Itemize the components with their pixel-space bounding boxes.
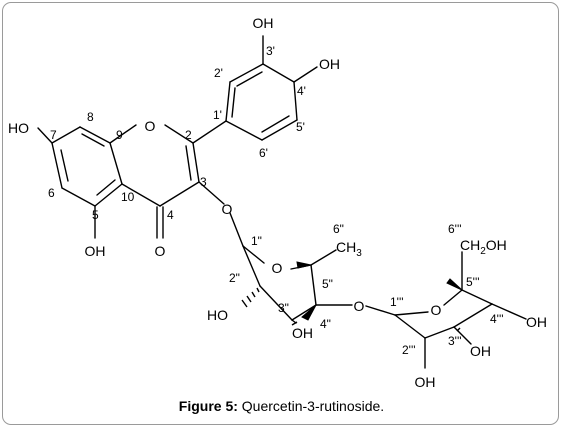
pos-2ppp: 2'''	[402, 343, 416, 357]
atom-oh-5: OH	[85, 243, 106, 259]
atom-oh-2ppp: OH	[415, 374, 436, 390]
atom-oh-3ppp: OH	[470, 343, 491, 359]
pos-1ppp: 1'''	[390, 295, 404, 309]
atom-ch3: CH3	[336, 239, 362, 259]
pos-8: 8	[87, 110, 94, 124]
atom-o-ring: O	[145, 118, 156, 134]
pos-6: 6	[48, 186, 55, 200]
pos-5: 5	[92, 208, 99, 222]
atom-ch2oh: CH2OH	[460, 237, 507, 257]
atom-o-glucose-ring: O	[431, 302, 442, 318]
figure-caption: Figure 5: Quercetin-3-rutinoside.	[0, 398, 563, 414]
atom-oh-4p: OH	[319, 56, 340, 72]
atom-oh-3pp: OH	[292, 325, 313, 341]
pos-5p: 5'	[296, 120, 305, 134]
pos-6ppp: 6'''	[448, 222, 462, 236]
pos-5ppp: 5'''	[466, 275, 480, 289]
atom-oh-3p: OH	[253, 15, 274, 31]
pos-4pp: 4"	[320, 317, 331, 331]
caption-text: Quercetin-3-rutinoside.	[237, 398, 385, 414]
pos-2p: 2'	[214, 66, 223, 80]
pos-4ppp: 4'''	[490, 312, 504, 326]
atom-ho-2pp: HO	[207, 307, 228, 323]
pos-4p: 4'	[297, 84, 306, 98]
pos-3pp: 3"	[278, 301, 289, 315]
pos-2pp: 2"	[229, 271, 240, 285]
pos-4: 4	[167, 208, 174, 222]
pos-3: 3	[200, 175, 207, 189]
bond-lines	[37, 35, 527, 369]
pos-1p: 1'	[213, 108, 222, 122]
atom-o-glycosidic: O	[222, 201, 233, 217]
wedge-5ppp	[446, 278, 463, 291]
pos-2: 2	[185, 128, 192, 142]
wedge-5pp	[296, 261, 312, 269]
atom-ho-7: HO	[8, 120, 29, 136]
wedge-4pp	[301, 304, 317, 321]
atom-oh-4ppp: OH	[526, 314, 547, 330]
atom-o-carbonyl: O	[155, 243, 166, 259]
atom-o-rhamnose-ring: O	[272, 260, 283, 276]
pos-6p: 6'	[259, 146, 268, 160]
pos-9: 9	[116, 128, 123, 142]
stereo-wedges	[296, 261, 463, 321]
pos-6pp: 6"	[333, 222, 344, 236]
hashed-bonds	[241, 287, 461, 332]
pos-7: 7	[50, 128, 57, 142]
pos-10: 10	[121, 190, 135, 204]
pos-3p: 3'	[266, 44, 275, 58]
pos-1pp: 1"	[251, 234, 262, 248]
caption-label: Figure 5:	[178, 398, 238, 414]
pos-3ppp: 3'''	[448, 334, 462, 348]
atom-o-link: O	[354, 298, 365, 314]
pos-5pp: 5"	[322, 277, 333, 291]
